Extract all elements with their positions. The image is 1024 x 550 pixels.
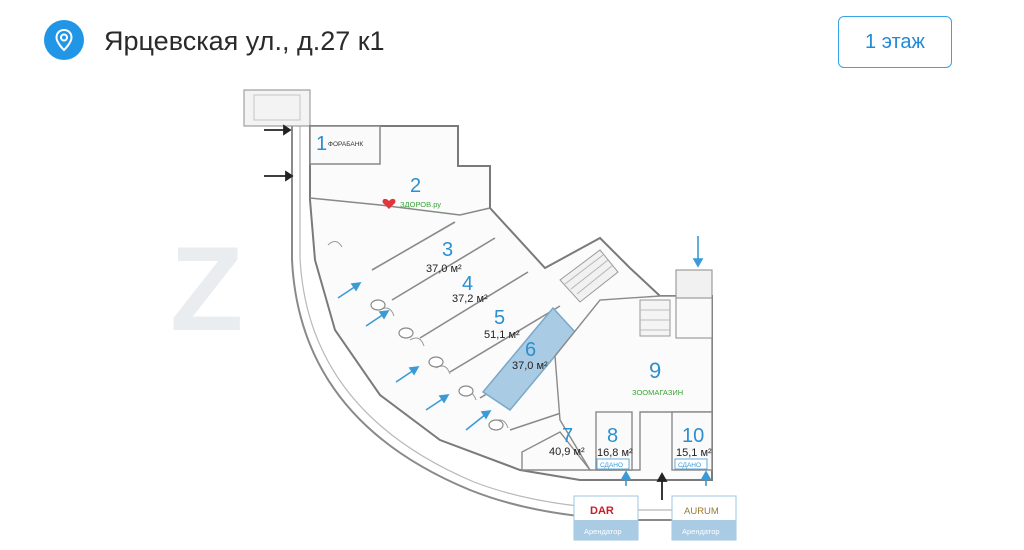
room-7-number[interactable]: 7 xyxy=(562,425,573,447)
page-header: Ярцевская ул., д.27 к1 1 этаж xyxy=(0,0,1024,90)
tenant-card-aurum[interactable]: AURUM Арендатор xyxy=(671,495,737,541)
watermark: Z xyxy=(170,222,243,356)
room-6-number[interactable]: 6 xyxy=(525,339,536,361)
room-9-number[interactable]: 9 xyxy=(649,358,661,383)
tenant-caption-aurum: Арендатор xyxy=(682,527,720,536)
address-title: Ярцевская ул., д.27 к1 xyxy=(104,26,385,56)
room-4-area: 37,2 м² xyxy=(452,293,488,305)
room-3-number[interactable]: 3 xyxy=(442,239,453,261)
room-8-status: СДАНО xyxy=(600,462,623,469)
room-1-number[interactable]: 1 xyxy=(316,133,327,155)
room-4-number[interactable]: 4 xyxy=(462,273,473,295)
room-9-tenant: ЗООМАГАЗИН xyxy=(632,388,683,397)
tenant-brand-dar: DAR xyxy=(590,505,614,517)
room-2-number[interactable]: 2 xyxy=(410,175,421,197)
room-5-number[interactable]: 5 xyxy=(494,307,505,329)
room-8-area: 16,8 м² xyxy=(597,447,633,459)
room-3-area: 37,0 м² xyxy=(426,263,462,275)
floor-selector-button[interactable]: 1 этаж xyxy=(838,16,952,68)
room-5-area: 51,1 м² xyxy=(484,329,520,341)
room-10-status: СДАНО xyxy=(678,462,701,469)
room-2-tenant: ЗДОРОВ.ру xyxy=(400,200,441,209)
room-1-tenant: ФОРАБАНК xyxy=(328,141,363,148)
location-pin-icon xyxy=(44,20,84,60)
tenant-brand-aurum: AURUM xyxy=(684,506,719,517)
tenant-card-dar[interactable]: DAR Арендатор xyxy=(573,495,639,541)
floor-plan: Z xyxy=(170,89,737,541)
room-7-area: 40,9 м² xyxy=(549,446,585,458)
room-6-area: 37,0 м² xyxy=(512,360,548,372)
room-8-number[interactable]: 8 xyxy=(607,425,618,447)
room-10-area: 15,1 м² xyxy=(676,447,712,459)
room-10-number[interactable]: 10 xyxy=(682,425,704,447)
heart-logo-icon xyxy=(382,198,396,209)
tenant-caption-dar: Арендатор xyxy=(584,527,622,536)
